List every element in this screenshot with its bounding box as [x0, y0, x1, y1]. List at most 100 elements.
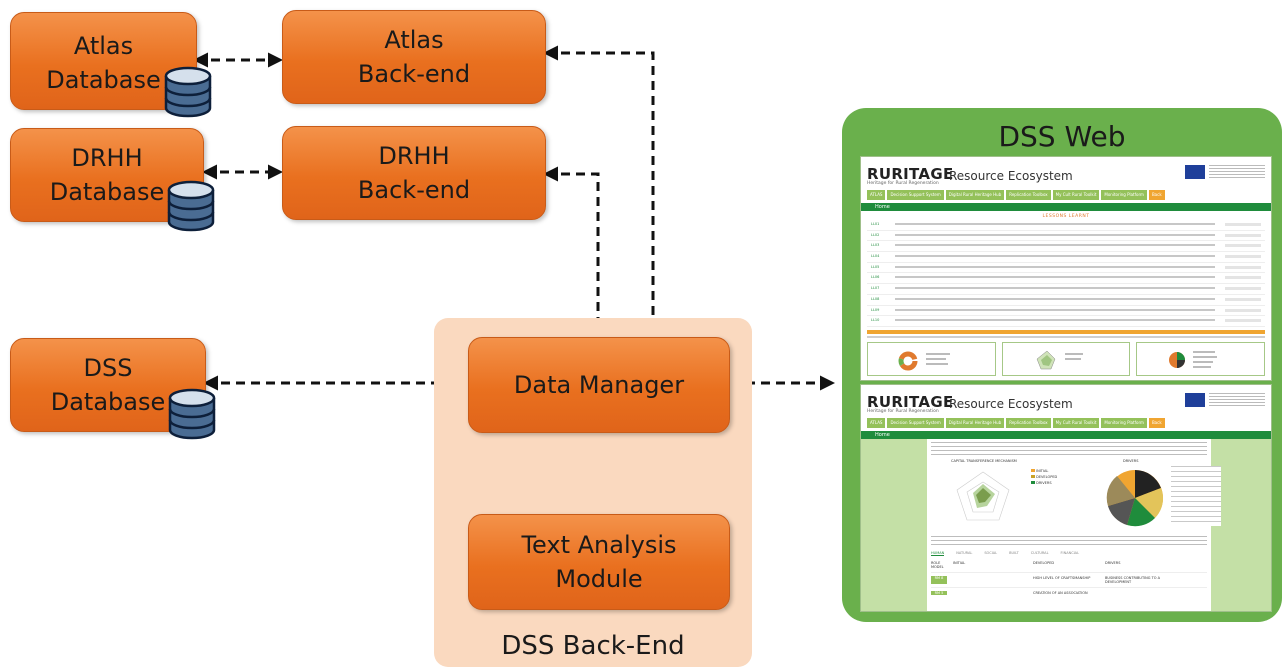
- list-item: LL05: [867, 263, 1265, 274]
- lessons-list: LL01 LL02 LL03 LL04 LL05 LL06 LL07 LL08 …: [861, 220, 1271, 327]
- chart1-title: CAPITAL TRANSFERENCE MECHANISM: [951, 459, 1017, 463]
- eu-flag-icon: [1185, 165, 1205, 179]
- chart1-legend: INITIAL DEVELOPED DRIVERS: [1031, 468, 1057, 486]
- nav-back[interactable]: Back: [1148, 190, 1165, 200]
- lesson-code: LL04: [871, 254, 880, 259]
- chart2-title: DRIVERS: [1123, 459, 1139, 463]
- lessons-section-title: LESSONS LEARNT: [1042, 214, 1090, 219]
- nav-dss[interactable]: Decision Support System: [887, 190, 944, 200]
- cell-initial: [953, 576, 1033, 584]
- legend-initial: INITIAL: [1036, 469, 1049, 473]
- data-manager-label: Data Manager: [513, 371, 685, 399]
- funding-notice: [1209, 165, 1265, 179]
- lesson-code: LL01: [871, 222, 880, 226]
- nav-replication[interactable]: Replication Toolbox: [1006, 418, 1051, 428]
- home-label: Home: [875, 204, 890, 210]
- text-analysis-label: Text Analysis Module: [521, 531, 677, 593]
- list-item: LL03: [867, 241, 1265, 253]
- table-row: RM 5 CREATION OF AN ASSOCIATION: [931, 588, 1207, 598]
- dss-web-screenshot-lessons: RURITAGE Heritage for Rural Regeneration…: [860, 156, 1272, 381]
- atlas-database-label: Atlas Database: [46, 32, 161, 94]
- pie-chart-thumbnail: [1169, 350, 1218, 368]
- radar-chart-thumbnail: [1036, 350, 1083, 370]
- nav-toolkit[interactable]: My Cult Rural Toolkit: [1052, 190, 1100, 200]
- nav-replication[interactable]: Replication Toolbox: [1006, 190, 1051, 200]
- nav-toolkit[interactable]: My Cult Rural Toolkit: [1052, 418, 1100, 428]
- dss-database-label: DSS Database: [50, 354, 166, 416]
- drhh-backend-box: DRHH Back-end: [282, 126, 546, 220]
- arrow-atlas-backend-manager: [543, 45, 661, 338]
- arrow-drhh-backend-manager: [543, 166, 606, 338]
- lesson-code: LL06: [871, 275, 880, 280]
- list-item: LL06: [867, 273, 1265, 285]
- nav-drhh[interactable]: Digital Rural Heritage Hub: [945, 190, 1005, 200]
- screenshot-header: RURITAGE Heritage for Rural Regeneration…: [861, 157, 1271, 189]
- intro-paragraph: [931, 442, 1207, 456]
- nav-drhh[interactable]: Digital Rural Heritage Hub: [945, 418, 1005, 428]
- dss-web-title: DSS Web: [998, 120, 1126, 153]
- drhh-database-label: DRHH Database: [49, 144, 165, 206]
- nav-monitoring[interactable]: Monitoring Platform: [1101, 418, 1147, 428]
- chart-card: [867, 341, 996, 376]
- orange-divider: [867, 329, 1265, 334]
- screenshot-nav: ATLAS Decision Support System Digital Ru…: [861, 417, 1271, 429]
- results-content: CAPITAL TRANSFERENCE MECHANISM INITIAL D…: [927, 439, 1221, 611]
- cell-drivers: BUSINESS CONTRIBUTING TO A DEVELOPMENT: [1105, 576, 1160, 584]
- tab-built[interactable]: BUILT: [1009, 551, 1019, 555]
- screenshot-nav: ATLAS Decision Support System Digital Ru…: [861, 189, 1271, 201]
- tab-cultural[interactable]: CULTURAL: [1030, 551, 1049, 555]
- role-model-badge[interactable]: RM 8: [931, 576, 947, 584]
- screenshot-header: RURITAGE Heritage for Rural Regeneration…: [861, 385, 1271, 417]
- ruritage-logo: RURITAGE: [867, 165, 954, 183]
- tab-financial[interactable]: FINANCIAL: [1060, 551, 1080, 555]
- list-item: LL10: [867, 316, 1265, 327]
- nav-back[interactable]: Back: [1148, 418, 1165, 428]
- charts-row: [867, 341, 1266, 376]
- radar-chart: [956, 471, 1010, 521]
- tab-human[interactable]: HUMAN: [931, 551, 945, 556]
- note-paragraph: [931, 536, 1207, 546]
- nav-monitoring[interactable]: Monitoring Platform: [1101, 190, 1147, 200]
- lesson-code: LL10: [871, 318, 880, 323]
- text-analysis-box: Text Analysis Module: [468, 514, 730, 610]
- tab-natural[interactable]: NATURAL: [956, 551, 973, 555]
- role-model-badge[interactable]: RM 5: [931, 591, 947, 595]
- home-bar: Home: [861, 203, 1271, 211]
- lesson-code: LL05: [871, 264, 880, 269]
- nav-dss[interactable]: Decision Support System: [887, 418, 944, 428]
- drhh-backend-label: DRHH Back-end: [357, 142, 471, 204]
- legend-developed: DEVELOPED: [1036, 475, 1058, 479]
- dss-backend-title: DSS Back-End: [501, 631, 685, 661]
- data-manager-box: Data Manager: [468, 337, 730, 433]
- list-item: LL07: [867, 284, 1265, 295]
- chart-card: [1001, 341, 1131, 376]
- right-gutter: [1211, 439, 1271, 611]
- list-item: LL08: [867, 295, 1265, 306]
- atlas-backend-label: Atlas Back-end: [357, 26, 471, 88]
- atlas-backend-box: Atlas Back-end: [282, 10, 546, 104]
- table-row: RM 8 HIGH LEVEL OF CRAFTSMANSHIP BUSINES…: [931, 573, 1207, 588]
- col-initial: INITIAL: [953, 561, 966, 565]
- chart2-legend: [1171, 466, 1221, 526]
- resource-ecosystem-title: Resource Ecosystem: [949, 169, 1073, 183]
- database-icon: [164, 66, 212, 118]
- home-label: Home: [875, 432, 890, 438]
- nav-atlas[interactable]: ATLAS: [867, 418, 886, 428]
- database-icon: [168, 388, 216, 440]
- lesson-code: LL03: [871, 243, 880, 248]
- nav-atlas[interactable]: ATLAS: [867, 190, 886, 200]
- tab-social[interactable]: SOCIAL: [984, 551, 998, 555]
- left-gutter: [861, 439, 927, 611]
- legend-drivers: DRIVERS: [1036, 481, 1052, 485]
- ruritage-logo: RURITAGE: [867, 393, 954, 411]
- results-table: ROLE MODEL INITIAL DEVELOPED DRIVERS RM …: [931, 558, 1207, 598]
- list-item: LL01: [867, 220, 1265, 231]
- pie-chart: [1106, 470, 1164, 527]
- eu-flag-icon: [1185, 393, 1205, 407]
- home-bar: Home: [861, 431, 1271, 439]
- cell-initial: [953, 591, 1033, 595]
- capital-tabs: HUMAN NATURAL SOCIAL BUILT CULTURAL FINA…: [931, 551, 1207, 556]
- ruritage-logo-subtitle: Heritage for Rural Regeneration: [867, 409, 939, 414]
- dss-web-panel: DSS Web RURITAGE Heritage for Rural Rege…: [842, 108, 1282, 622]
- cell-developed: CREATION OF AN ASSOCIATION: [1033, 591, 1088, 595]
